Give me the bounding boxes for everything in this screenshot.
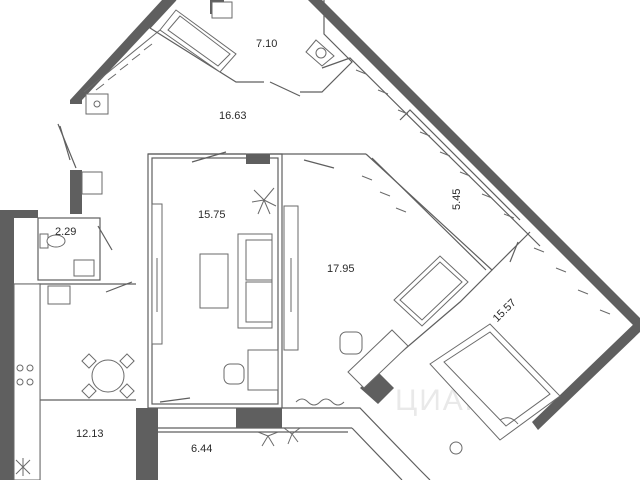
wardrobe-hangers-icon: [355, 69, 515, 219]
balcony-plants-icon: [257, 427, 301, 447]
bed-icon: [429, 323, 561, 441]
radiator-icon: [295, 398, 345, 406]
bedroom1-closet-icon: [361, 175, 469, 327]
bedroom2-plant-icon: [449, 441, 463, 455]
room-area-kitchen: 12.13: [76, 428, 104, 440]
bedroom1-desk-icon: [339, 329, 409, 389]
washing-machine-icon: [305, 39, 335, 67]
room-area-bathroom: 7.10: [256, 38, 277, 50]
room-area-hall: 16.63: [219, 110, 247, 122]
room-area-bedroom2: 15.57: [491, 297, 519, 325]
kitchen-counter-icon: [13, 283, 71, 480]
toilet-sink-icon: [73, 259, 95, 277]
plant-icon: [251, 187, 277, 215]
bathtub-icon: [159, 9, 237, 73]
dining-table-icon: [81, 353, 135, 399]
hall-mirror-icon: [81, 171, 103, 195]
toilet-icon: [39, 233, 66, 249]
room-area-toilet: 2.29: [55, 226, 76, 238]
tv-stand-icon: [151, 203, 163, 345]
doors: [59, 81, 519, 403]
room-area-living: 15.75: [198, 209, 226, 221]
bedroom2-wardrobe-icon: [533, 247, 611, 315]
bath-sink-icon: [211, 1, 233, 19]
room-area-wardrobe: 5.45: [451, 189, 463, 210]
coffee-table-icon: [199, 253, 229, 309]
sofa-icon: [237, 233, 273, 329]
room-area-bedroom1: 17.95: [327, 263, 355, 275]
bedroom1-wardrobe-icon: [283, 205, 299, 351]
desk-chair-icon: [223, 349, 279, 391]
hall-wardrobe-hangers-icon: [83, 29, 161, 115]
room-area-balcony: 6.44: [191, 443, 212, 455]
